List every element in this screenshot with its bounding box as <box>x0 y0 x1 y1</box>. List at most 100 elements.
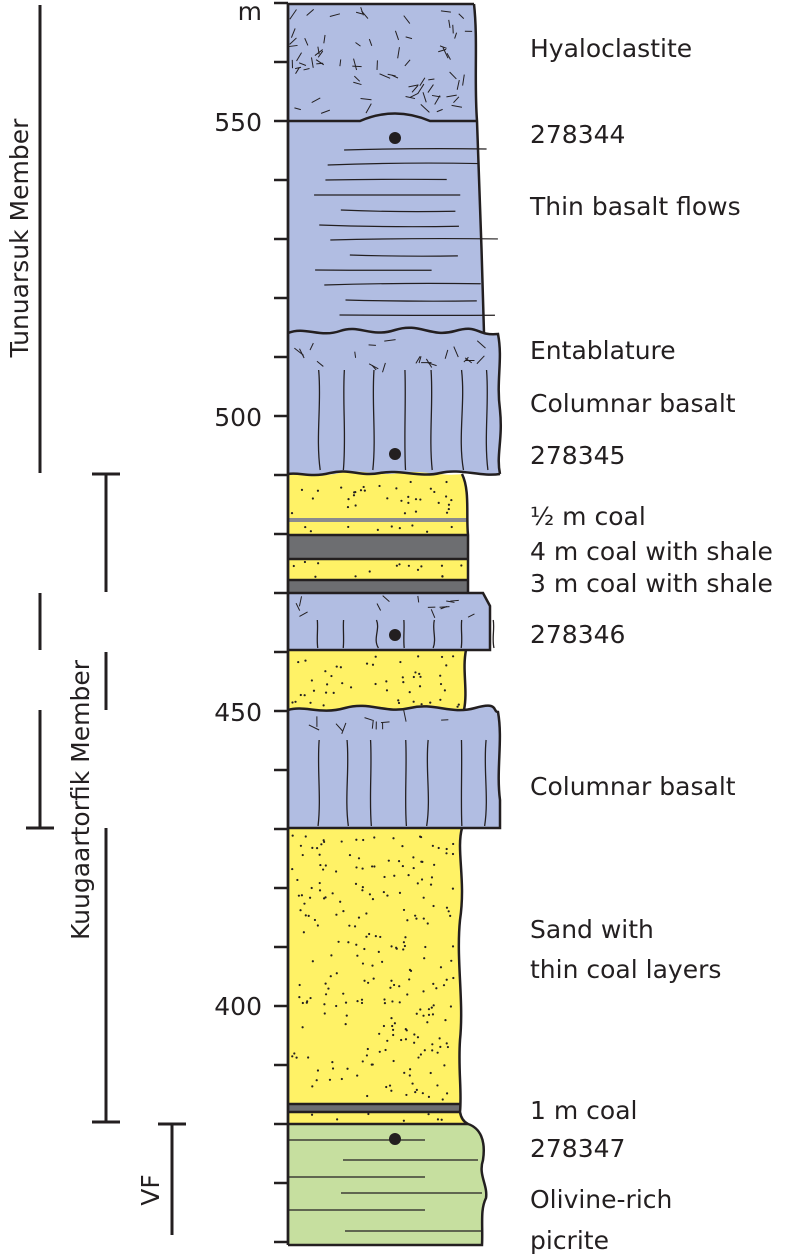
hyaloclastite-dash <box>463 356 469 363</box>
sand-dot <box>386 497 389 500</box>
axis-unit-label: m <box>238 0 262 26</box>
layer-4m-coal <box>288 535 468 559</box>
sand-dot <box>307 914 310 917</box>
sand-dot <box>315 847 319 850</box>
sand-dot <box>305 1001 308 1004</box>
sand-dot <box>445 664 448 667</box>
boundary-basalt-base <box>287 470 501 477</box>
sand-dot <box>324 982 327 985</box>
hyaloclastite-dash <box>354 351 357 358</box>
hyaloclastite-dash <box>456 79 460 90</box>
sand-dot <box>397 699 400 702</box>
sand-dot <box>447 910 450 913</box>
sand-dot <box>322 868 325 871</box>
hyaloclastite-dash <box>418 356 422 364</box>
sand-dot <box>367 981 370 984</box>
boundary-coal-4m <box>288 533 492 652</box>
label-278345: 278345 <box>530 441 625 470</box>
hyaloclastite-dash <box>440 10 451 13</box>
sand-dot <box>360 1001 364 1005</box>
sand-dot <box>318 881 321 885</box>
sand-dot <box>322 897 326 900</box>
sand-dot <box>400 1038 403 1042</box>
column-joint <box>483 739 487 827</box>
sand-dot <box>330 954 333 957</box>
sand-dot <box>435 987 438 990</box>
sand-dot <box>298 983 301 987</box>
sand-dot <box>334 870 338 873</box>
sand-dot <box>356 1074 359 1077</box>
sand-dot <box>372 977 375 980</box>
sand-dot <box>422 1014 425 1017</box>
column-joint <box>369 739 372 827</box>
sand-dot <box>447 507 450 511</box>
sand-dot <box>344 1001 348 1004</box>
hyaloclastite-dash <box>387 73 396 77</box>
hyaloclastite-dash <box>422 92 427 103</box>
hyaloclastite-dash <box>317 50 324 58</box>
hyaloclastite-dash <box>430 609 436 619</box>
sand-dot <box>386 1039 389 1042</box>
hyaloclastite-dash <box>379 73 391 79</box>
sand-dot <box>312 689 316 692</box>
column-joint <box>485 369 489 471</box>
sand-dot <box>300 894 304 897</box>
hyaloclastite-dash <box>476 355 485 365</box>
hyaloclastite-dash <box>306 8 315 16</box>
sand-dot <box>368 893 372 896</box>
layer-1m-coal <box>288 1104 460 1112</box>
sand-dot <box>445 978 448 981</box>
sand-dot <box>336 1118 339 1121</box>
sample-dot-278346 <box>389 629 401 641</box>
column-joint <box>432 619 436 649</box>
sand-dot <box>445 847 448 851</box>
sand-dot <box>383 998 386 1001</box>
hyaloclastite-dash <box>289 37 297 45</box>
sample-dot-278347 <box>389 1133 401 1145</box>
depth-label-550: 550 <box>214 108 262 137</box>
sand-dot <box>419 1053 423 1056</box>
sand-dot <box>445 852 448 855</box>
sand-dot <box>438 1037 441 1040</box>
sand-dot <box>316 1069 320 1072</box>
sand-dot <box>445 906 449 909</box>
sand-dot <box>386 894 389 897</box>
sand-dot <box>382 1024 386 1028</box>
sand-dot <box>373 865 376 868</box>
sand-dot <box>427 1113 430 1116</box>
hyaloclastite-dash <box>320 109 331 114</box>
hyaloclastite-dash <box>329 13 341 17</box>
sand-dot <box>361 962 365 965</box>
sand-dot <box>452 976 455 980</box>
sand-dot <box>347 498 350 501</box>
sand-dot <box>422 917 425 920</box>
sand-dot <box>390 1016 393 1020</box>
sand-dot <box>417 655 420 658</box>
sand-dot <box>301 1001 304 1005</box>
sand-dot <box>430 876 434 879</box>
member-labels: Tunuarsuk Member Kuugaartorfik Member VF <box>5 118 165 1206</box>
sand-dot <box>356 1000 359 1003</box>
sand-dot <box>304 525 307 529</box>
sand-dot <box>421 1092 424 1095</box>
sand-dot <box>385 689 389 692</box>
hyaloclastite-dash <box>439 45 447 49</box>
sand-dot <box>322 704 325 707</box>
hyaloclastite-dash <box>380 721 390 724</box>
sand-dot <box>419 498 422 501</box>
sand-dot <box>427 1008 431 1011</box>
sand-dot <box>439 682 443 686</box>
sand-dot <box>331 1061 334 1064</box>
hyaloclastite-dash <box>427 362 437 367</box>
sand-dot <box>378 1032 381 1035</box>
sand-dot <box>406 993 409 996</box>
label-entablature: Entablature <box>530 336 676 365</box>
sand-dot <box>330 674 333 678</box>
boundary-hyaloclastite-base <box>288 112 477 123</box>
column-joint <box>460 619 463 649</box>
hyaloclastite-dash <box>446 53 451 60</box>
sand-dot <box>439 674 442 677</box>
sand-dot <box>387 859 390 862</box>
sand-dot <box>384 1048 387 1052</box>
